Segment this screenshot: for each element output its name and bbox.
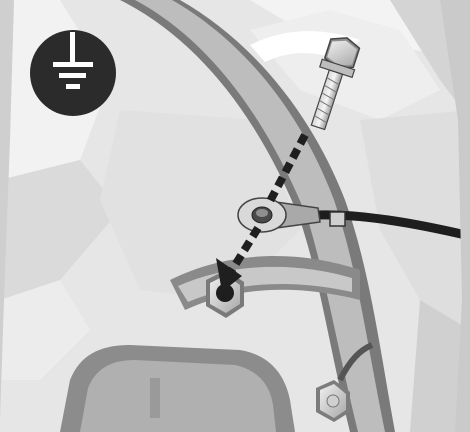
cable-sleeve xyxy=(330,212,345,226)
bracket-rib xyxy=(150,378,160,418)
bottom-bracket xyxy=(80,360,276,432)
ground-symbol-badge xyxy=(30,30,116,116)
